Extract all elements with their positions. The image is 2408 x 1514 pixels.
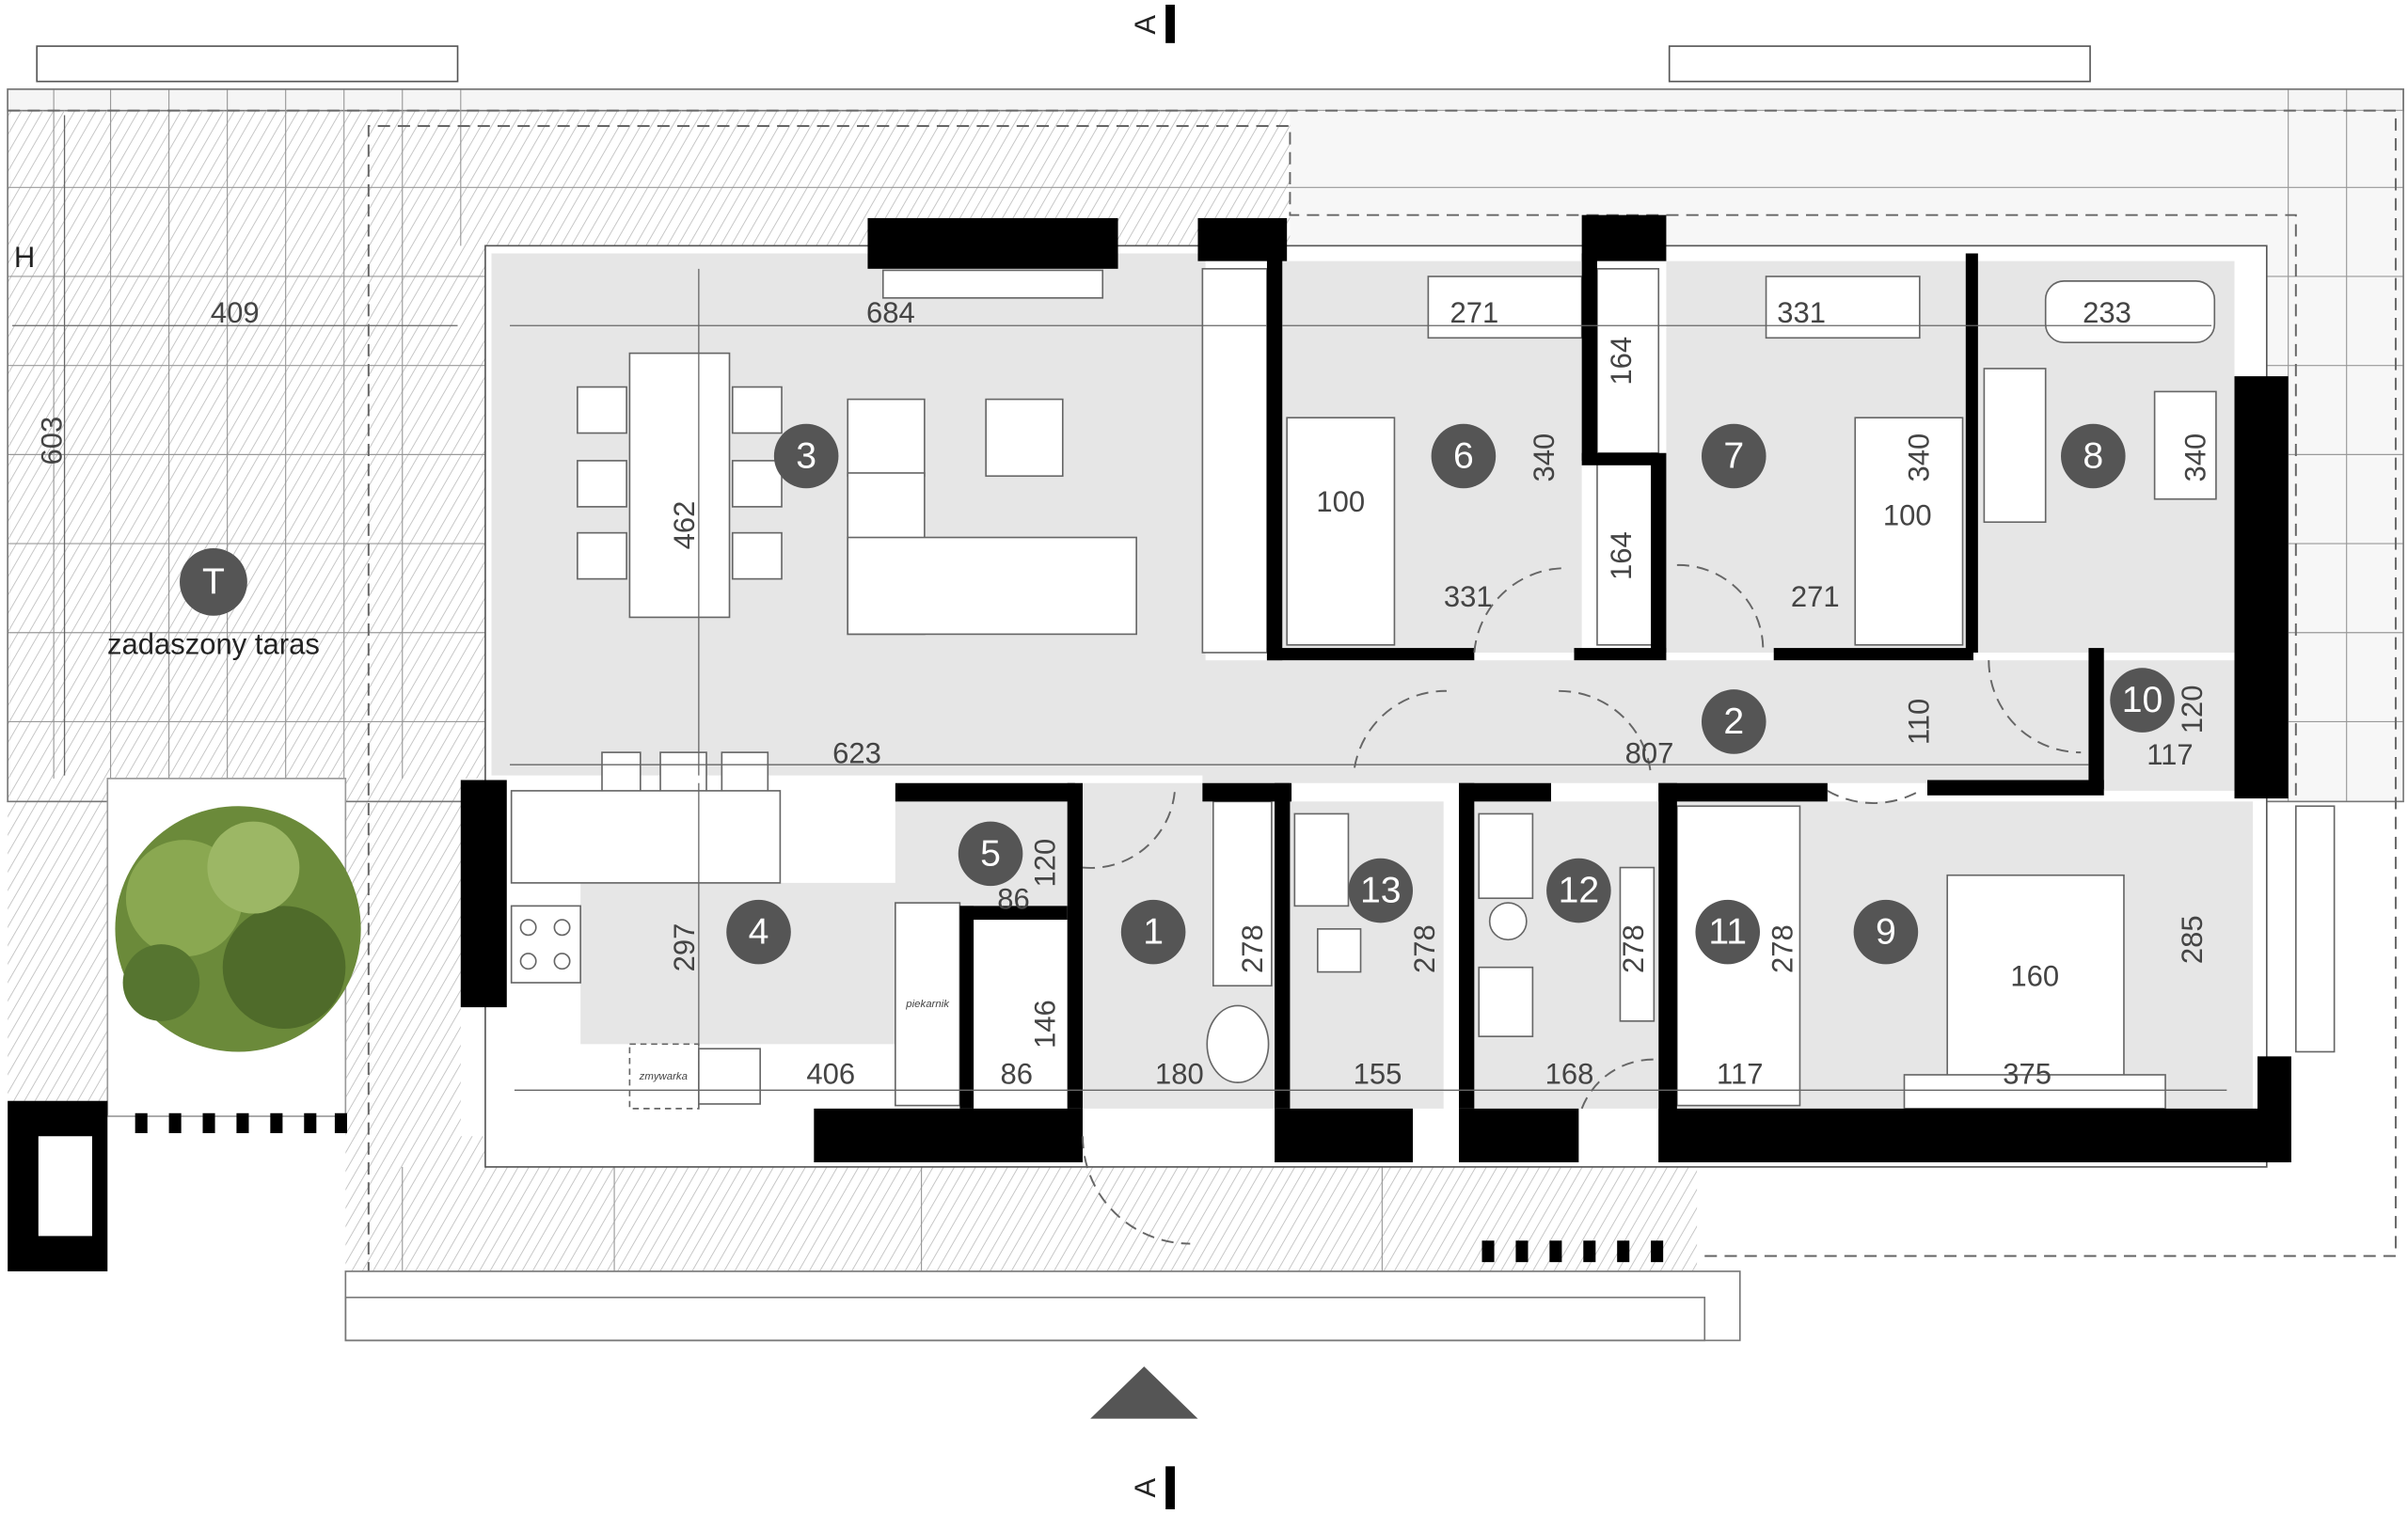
svg-text:271: 271 (1450, 296, 1498, 329)
svg-text:117: 117 (1717, 1058, 1763, 1091)
terrace-label: zadaszony taras (107, 628, 320, 661)
room-badge-8: 8 (2061, 423, 2126, 489)
door-swings (1082, 563, 2082, 1245)
svg-text:180: 180 (1155, 1058, 1204, 1091)
svg-text:13: 13 (1360, 871, 1402, 911)
svg-text:271: 271 (1791, 580, 1840, 613)
svg-text:7: 7 (1723, 435, 1744, 476)
svg-text:146: 146 (1029, 1000, 1062, 1049)
svg-text:T: T (202, 561, 225, 602)
svg-text:331: 331 (1444, 580, 1493, 613)
svg-text:164: 164 (1605, 337, 1638, 386)
svg-text:409: 409 (211, 296, 260, 329)
svg-text:100: 100 (1316, 485, 1365, 518)
svg-text:278: 278 (1236, 924, 1269, 973)
roof-overhang-box-left (36, 45, 459, 83)
svg-text:160: 160 (2010, 959, 2059, 992)
svg-text:86: 86 (997, 883, 1030, 916)
section-marker-bottom: A (1090, 1366, 1198, 1509)
room-badge-11: 11 (1695, 899, 1761, 965)
room-badge-4: 4 (726, 899, 791, 965)
svg-text:278: 278 (1408, 924, 1441, 973)
svg-text:340: 340 (1903, 434, 1936, 482)
svg-text:1: 1 (1143, 912, 1164, 953)
room-badge-6: 6 (1431, 423, 1497, 489)
svg-text:340: 340 (2178, 434, 2211, 482)
svg-text:331: 331 (1777, 296, 1826, 329)
svg-text:6: 6 (1453, 435, 1474, 476)
svg-text:120: 120 (1029, 839, 1062, 888)
svg-text:120: 120 (2176, 686, 2209, 734)
svg-text:8: 8 (2083, 435, 2103, 476)
svg-text:12: 12 (1559, 871, 1600, 911)
svg-text:297: 297 (668, 923, 701, 972)
railing-dashes (135, 1112, 1664, 1263)
walls (460, 214, 2291, 1163)
svg-text:2: 2 (1723, 702, 1744, 742)
svg-text:168: 168 (1545, 1058, 1594, 1091)
room-badge-13: 13 (1348, 858, 1414, 923)
svg-text:406: 406 (806, 1058, 855, 1091)
svg-text:623: 623 (832, 737, 881, 770)
tree (106, 778, 361, 1117)
svg-text:100: 100 (1883, 498, 1932, 531)
svg-text:155: 155 (1354, 1058, 1402, 1091)
svg-text:164: 164 (1605, 531, 1638, 580)
svg-text:462: 462 (668, 501, 701, 550)
svg-text:A: A (1129, 1477, 1162, 1497)
room-badge-2: 2 (1701, 689, 1766, 754)
svg-text:9: 9 (1876, 912, 1896, 953)
svg-text:5: 5 (980, 833, 1001, 874)
svg-text:285: 285 (2176, 915, 2209, 964)
room-badge-7: 7 (1701, 423, 1766, 489)
svg-text:110: 110 (1903, 699, 1936, 745)
svg-text:11: 11 (1708, 912, 1747, 953)
svg-text:375: 375 (2003, 1058, 2052, 1091)
dimension-labels: 409 603 684 462 623 271 331 340 100 331 … (35, 296, 2211, 1091)
section-marker-top: A (1129, 5, 1175, 43)
room-badge-5: 5 (958, 821, 1023, 887)
svg-text:117: 117 (2147, 738, 2193, 771)
svg-text:278: 278 (1766, 924, 1798, 973)
room-badge-3: 3 (773, 423, 839, 489)
svg-text:603: 603 (35, 417, 68, 465)
svg-text:3: 3 (796, 435, 816, 476)
dimension-lines (12, 115, 2227, 1106)
furniture (510, 267, 2336, 1110)
svg-text:10: 10 (2122, 680, 2163, 720)
room-badge-10: 10 (2110, 668, 2175, 733)
oven-label: piekarnik (905, 999, 950, 1010)
room-badge-9: 9 (1853, 899, 1919, 965)
h-marker: H (14, 241, 35, 274)
svg-text:684: 684 (866, 296, 915, 329)
svg-text:A: A (1129, 15, 1162, 35)
svg-text:86: 86 (1001, 1058, 1033, 1091)
svg-text:807: 807 (1625, 737, 1674, 770)
terrace-badge: T (180, 547, 247, 616)
room-badge-12: 12 (1546, 858, 1611, 923)
svg-text:4: 4 (749, 912, 769, 953)
dishwasher-label: zmywarka (639, 1071, 688, 1082)
svg-text:233: 233 (2083, 296, 2131, 329)
svg-text:278: 278 (1617, 924, 1650, 973)
roof-overhang-box-right (1668, 45, 2091, 83)
svg-text:340: 340 (1528, 434, 1560, 482)
room-badge-1: 1 (1120, 899, 1186, 965)
